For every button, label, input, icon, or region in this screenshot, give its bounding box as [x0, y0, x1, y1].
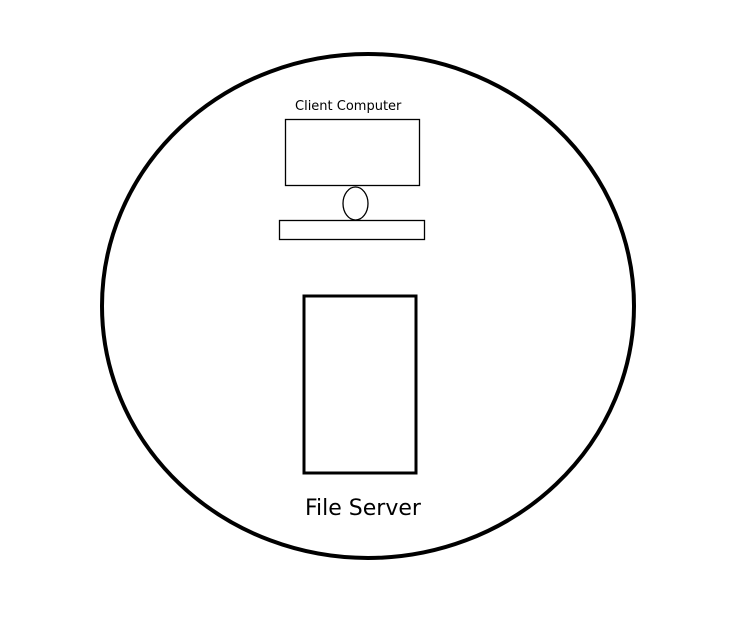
file-server-label: File Server	[305, 496, 421, 521]
monitor-stand-icon	[342, 186, 369, 221]
monitor-icon	[284, 118, 421, 187]
keyboard-icon	[278, 219, 426, 241]
boundary-circle	[100, 52, 636, 560]
file-server-icon	[302, 294, 418, 475]
client-computer-label: Client Computer	[295, 99, 402, 114]
